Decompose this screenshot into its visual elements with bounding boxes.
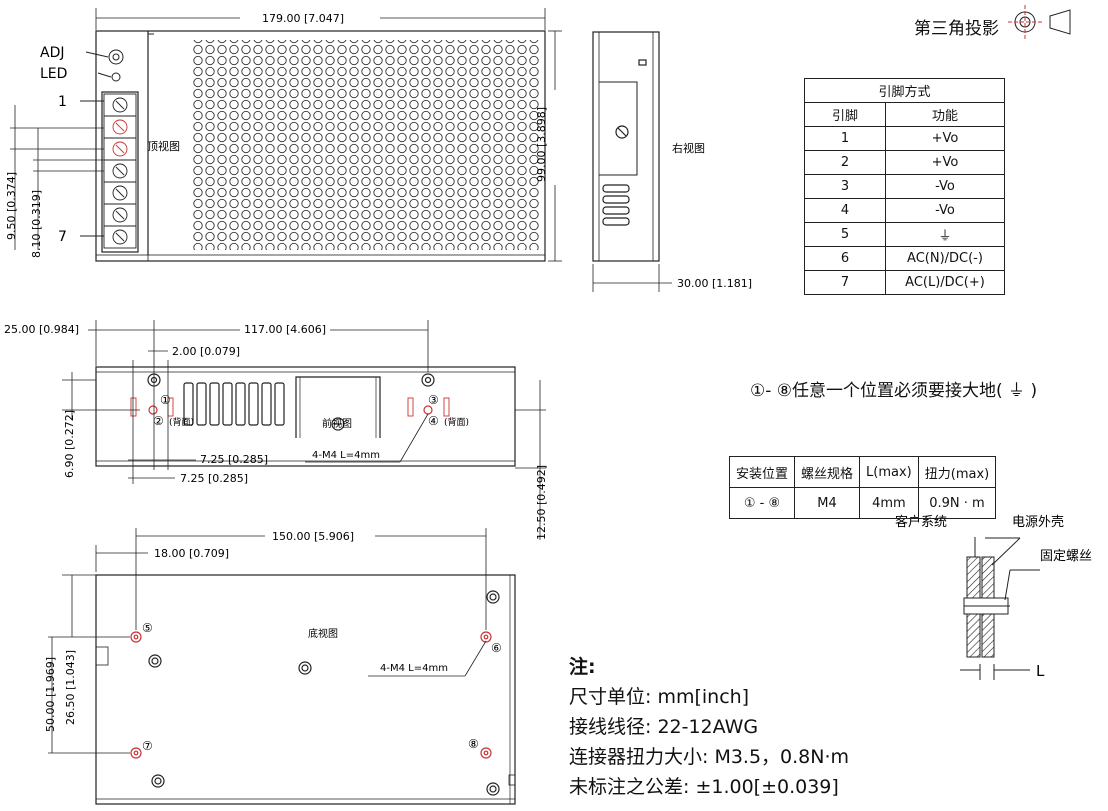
mounting-section — [960, 537, 1040, 680]
led-label: LED — [40, 66, 67, 82]
terminal-block — [103, 93, 137, 249]
right-view-label: 右视图 — [672, 141, 705, 155]
top-view — [95, 30, 546, 262]
bottom-view — [95, 574, 516, 805]
table-row: 3-Vo — [804, 174, 1005, 199]
dim-front-h1: 6.90 [0.272] — [63, 410, 76, 478]
install-header: L(max) — [859, 456, 919, 488]
dim-front-gap: 2.00 [0.079] — [172, 345, 240, 358]
projection-label: 第三角投影 — [914, 19, 999, 39]
vent-holes — [192, 40, 540, 250]
install-header: 扭力(max) — [917, 456, 997, 488]
table-row: 5⏚ — [804, 222, 1005, 247]
dim-front-left: 25.00 [0.984] — [4, 323, 79, 336]
note-line: 未标注之公差: ±1.00[±0.039] — [569, 776, 839, 798]
marker-6: ⑥ — [491, 641, 502, 655]
front-dims — [62, 320, 546, 540]
adj-label: ADJ — [40, 45, 65, 61]
install-table: 安装位置 螺丝规格 L(max) 扭力(max) ① - ⑧ M4 4mm 0.… — [728, 456, 997, 519]
back-label-2: (背面) — [169, 416, 194, 428]
note-line: 接线线径: 22-12AWG — [569, 716, 759, 738]
marker-7: ⑦ — [142, 739, 153, 753]
pin7-label: 7 — [58, 229, 67, 245]
note-line: 尺寸单位: mm[inch] — [569, 686, 750, 708]
pin-table-title: 引脚方式 — [804, 78, 1005, 103]
dim-bottom-span: 150.00 [5.906] — [272, 530, 354, 543]
dim-bottom-left: 18.00 [0.709] — [154, 547, 229, 560]
dim-top-width: 179.00 [7.047] — [262, 12, 344, 25]
bottom-view-label: 底视图 — [308, 627, 338, 640]
dim-pin-offset: 8.10 [0.319] — [30, 190, 43, 258]
note-line: 连接器扭力大小: M3.5，0.8N·m — [569, 746, 850, 768]
marker-2: ② — [153, 414, 164, 428]
dim-front-h2: 12.50 [0.492] — [535, 465, 548, 540]
table-row: 1+Vo — [804, 126, 1005, 151]
front-view — [95, 366, 516, 467]
bottom-screw-label: 4-M4 L=4mm — [380, 663, 448, 674]
notes-header: 注: — [569, 656, 596, 678]
marker-4: ④ — [428, 414, 439, 428]
screw-label: 固定螺丝 — [1040, 549, 1092, 564]
ground-icon: ⏚ — [885, 222, 1005, 247]
dim-front-x1: 7.25 [0.285] — [200, 453, 268, 466]
notes: 注: 尺寸单位: mm[inch] 接线线径: 22-12AWG 连接器扭力大小… — [569, 652, 849, 802]
install-header: 螺丝规格 — [794, 456, 861, 488]
bottom-dims — [48, 528, 487, 754]
pin-table-header: 引脚 — [804, 102, 886, 127]
dim-bottom-h1: 50.00 [1.969] — [44, 657, 57, 732]
dim-side-depth: 30.00 [1.181] — [677, 277, 752, 290]
pin-table-header: 功能 — [885, 102, 1005, 127]
dim-top-height: 99.00 [3.898] — [535, 107, 548, 182]
right-dims — [592, 264, 672, 292]
dim-front-x2: 7.25 [0.285] — [180, 472, 248, 485]
marker-5: ⑤ — [142, 621, 153, 635]
marker-3: ③ — [428, 393, 439, 407]
housing-label: 电源外壳 — [1012, 515, 1064, 530]
marker-1: ① — [160, 393, 171, 407]
marker-8: ⑧ — [468, 737, 479, 751]
back-label-4: (背面) — [444, 416, 469, 428]
pin1-label: 1 — [58, 94, 67, 110]
table-row: 4-Vo — [804, 198, 1005, 223]
front-screw-label: 4-M4 L=4mm — [312, 450, 380, 461]
front-view-label: 前视图 — [322, 417, 352, 430]
projection-symbol-icon — [1008, 5, 1071, 39]
table-row: 2+Vo — [804, 150, 1005, 175]
top-view-label: 顶视图 — [147, 139, 180, 153]
top-dims — [10, 8, 562, 262]
adj-led — [80, 49, 124, 237]
dim-front-span: 117.00 [4.606] — [244, 323, 326, 336]
dim-bottom-h2: 26.50 [1.043] — [64, 650, 77, 725]
install-header: 安装位置 — [728, 456, 796, 488]
dim-pin-pitch: 9.50 [0.374] — [5, 172, 18, 240]
table-row: ① - ⑧ M4 4mm 0.9N · m — [728, 487, 997, 519]
ground-note: ①- ⑧任意一个位置必须要接大地( ⏚ ) — [750, 381, 1038, 401]
l-label: L — [1036, 662, 1045, 680]
right-view — [592, 31, 660, 262]
